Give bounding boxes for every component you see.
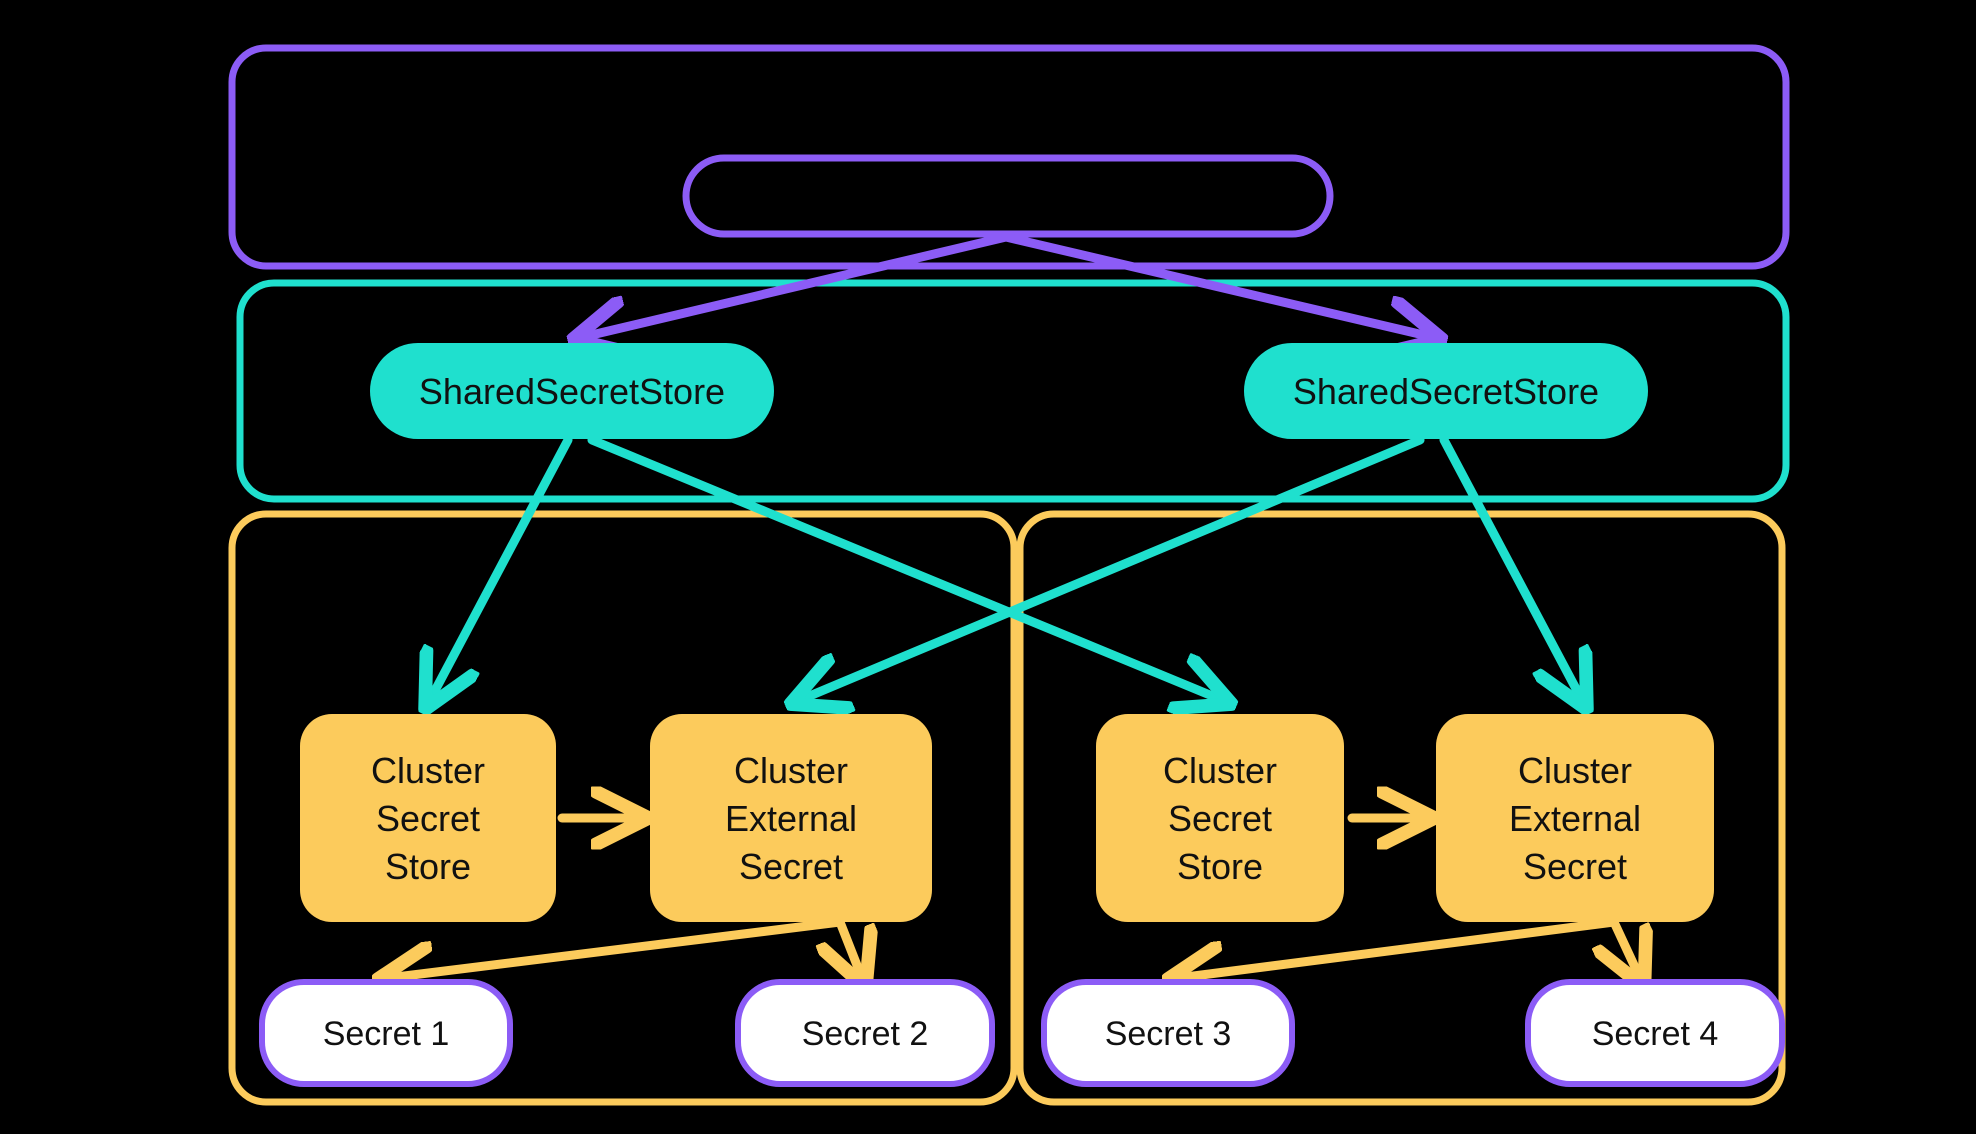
node-secret-2[interactable]	[735, 979, 995, 1087]
edge-sss-left-to-cluster-secret-store-left	[430, 435, 573, 700]
label-css-right-line2: Secret	[1168, 798, 1272, 839]
label-css-right-line1: Cluster	[1163, 750, 1277, 791]
label-css-left-line1: Cluster	[371, 750, 485, 791]
label-shared-secret-store-right: SharedSecretStore	[1293, 371, 1599, 412]
label-ces-left-line2: External	[725, 798, 857, 839]
teal-container	[236, 279, 1790, 503]
edge-ces-right-to-secret-3	[1178, 917, 1619, 978]
edge-ces-right-to-secret-4	[1614, 917, 1640, 978]
label-css-right-line3: Store	[1177, 846, 1263, 887]
edge-sss-right-to-cluster-external-secret-right	[1439, 435, 1582, 700]
label-ces-right-line1: Cluster	[1518, 750, 1632, 791]
node-secret-4[interactable]	[1525, 979, 1785, 1087]
purple-container	[228, 44, 1790, 270]
label-secret-4: Secret 4	[1592, 1015, 1719, 1053]
label-ces-right-line3: Secret	[1523, 846, 1627, 887]
label-ces-right-line2: External	[1509, 798, 1641, 839]
node-cluster-external-secret-left[interactable]	[650, 714, 932, 922]
label-css-left-line3: Store	[385, 846, 471, 887]
edge-sss-right-to-cluster-external-secret-left	[800, 435, 1425, 700]
node-shared-secret-store-left[interactable]	[370, 343, 774, 439]
label-ces-left-line3: Secret	[739, 846, 843, 887]
edge-sss-left-to-cluster-secret-store-right	[587, 435, 1222, 700]
label-ces-left-line1: Cluster	[734, 750, 848, 791]
edge-ces-left-to-secret-2	[840, 917, 862, 978]
edge-ces-left-to-secret-1	[388, 917, 845, 978]
node-cluster-external-secret-right[interactable]	[1436, 714, 1714, 922]
label-css-left-line2: Secret	[376, 798, 480, 839]
label-shared-secret-store-left: SharedSecretStore	[419, 371, 725, 412]
edge-purple-to-sss-left	[583, 232, 1011, 337]
edge-purple-to-sss-right	[1001, 232, 1432, 337]
label-secret-2: Secret 2	[802, 1015, 929, 1053]
label-secret-3: Secret 3	[1105, 1015, 1232, 1053]
node-cluster-secret-store-left[interactable]	[300, 714, 556, 922]
node-secret-3[interactable]	[1041, 979, 1295, 1087]
cluster-right-container	[1016, 510, 1786, 1106]
node-cluster-secret-store-right[interactable]	[1096, 714, 1344, 922]
cluster-left-container	[228, 510, 1018, 1106]
node-shared-secret-store-right[interactable]	[1244, 343, 1648, 439]
label-secret-1: Secret 1	[323, 1015, 450, 1053]
node-secret-1[interactable]	[259, 979, 513, 1087]
